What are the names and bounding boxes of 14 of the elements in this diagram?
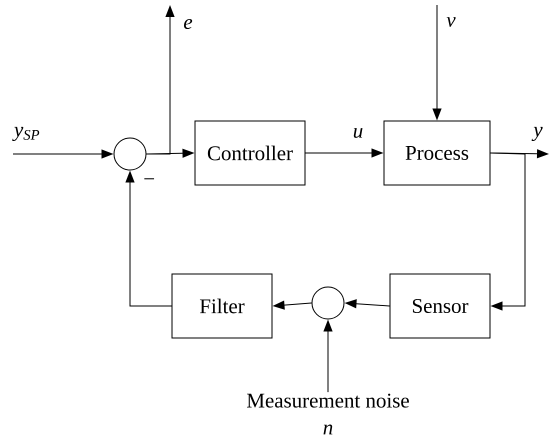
summing-junction — [312, 286, 344, 320]
signal-label: v — [446, 17, 456, 27]
block-box: Process — [384, 120, 490, 186]
input-label: Measurement noise n — [246, 394, 409, 434]
block-box: Filter — [172, 274, 272, 338]
arrow — [490, 152, 526, 311]
signal-label: e — [184, 18, 192, 30]
signal-label: u — [354, 128, 362, 138]
signal-label: − — [144, 178, 154, 180]
signal-label: y$_{SP}$ — [12, 126, 40, 142]
summing-junction — [114, 138, 146, 170]
block-box: Sensor — [390, 274, 490, 338]
block-box: Controller — [194, 120, 306, 186]
signal-label: y — [532, 126, 543, 142]
